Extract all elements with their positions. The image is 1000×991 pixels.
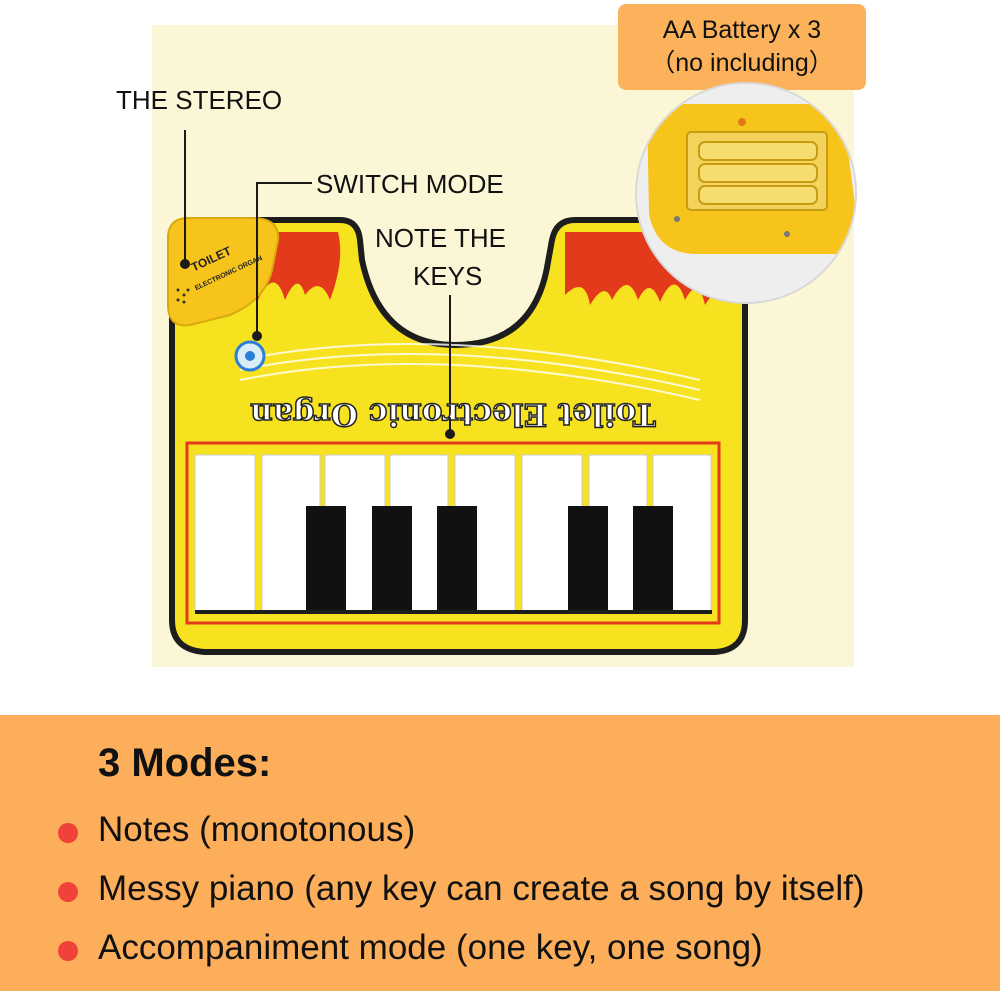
battery-callout-box: AA Battery x 3 （no including） xyxy=(618,4,866,90)
note-keys-callout-label-line1: NOTE THE xyxy=(375,223,506,253)
battery-not-included-text: （no including） xyxy=(650,49,834,77)
speaker-box xyxy=(167,217,280,327)
battery-count-text: AA Battery x 3 xyxy=(662,16,822,44)
mode-item-text: Messy piano (any key can create a song b… xyxy=(98,869,865,908)
stereo-callout-label: THE STEREO xyxy=(116,85,283,115)
modes-panel: 3 Modes: Notes (monotonous) Messy piano … xyxy=(0,715,1000,991)
music-staff xyxy=(239,343,701,401)
black-keys xyxy=(306,506,673,612)
keyboard-frame xyxy=(185,441,721,625)
bullet-icon xyxy=(58,882,78,902)
leader-dots xyxy=(180,259,455,439)
bullet-icon xyxy=(58,941,78,961)
switch-mode-callout-label: SWITCH MODE xyxy=(316,169,504,199)
mode-item-text: Notes (monotonous) xyxy=(98,810,416,849)
battery-compartment-icon xyxy=(637,84,855,302)
note-keys-callout-label-line2: KEYS xyxy=(413,261,483,291)
mat-title: Toilet Electronic Organ xyxy=(249,395,656,433)
modes-title: 3 Modes: xyxy=(98,741,272,785)
battery-compartment-zoom xyxy=(637,84,855,302)
bullet-icon xyxy=(58,823,78,843)
leader-lines xyxy=(184,130,451,432)
speaker-holes xyxy=(176,288,190,304)
mode-item-text: Accompaniment mode (one key, one song) xyxy=(98,928,763,967)
